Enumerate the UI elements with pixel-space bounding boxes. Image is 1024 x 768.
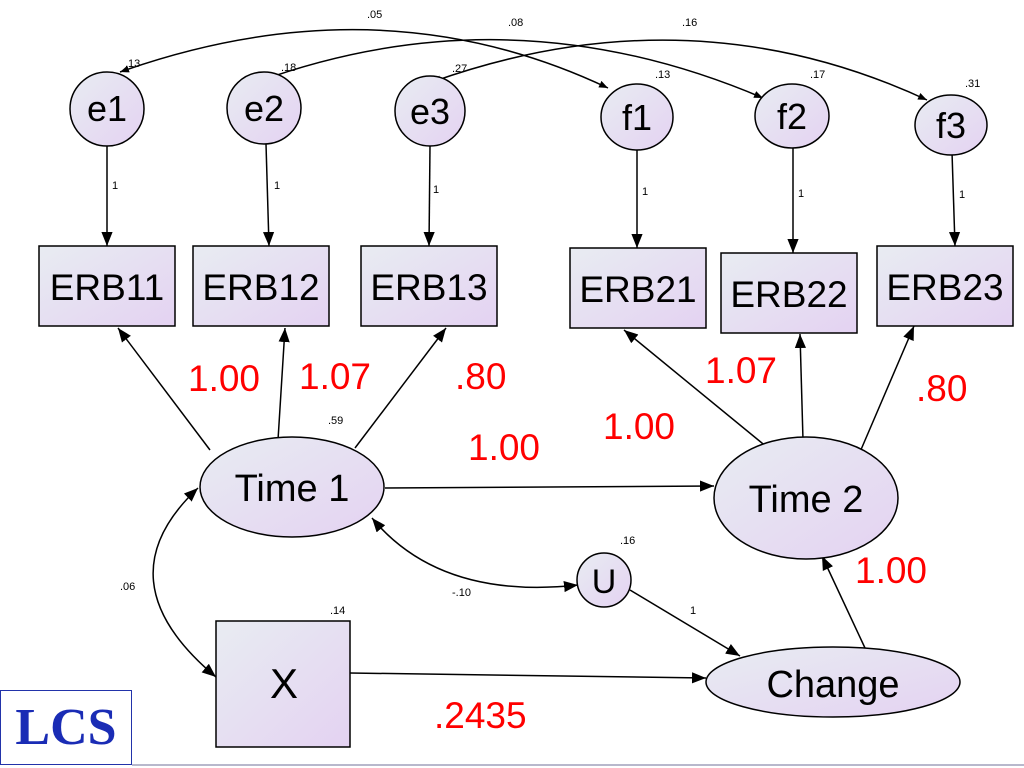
label-time1: Time 1 (235, 468, 350, 510)
node-f1 (600, 83, 674, 151)
path-time1-time2 (384, 480, 715, 492)
cov-label-e3-f3: .16 (682, 17, 697, 29)
node-erb21 (569, 247, 707, 329)
variance-time1: .59 (328, 415, 343, 427)
node-erb22 (720, 252, 858, 334)
cov-label-time1-x: .06 (120, 581, 135, 593)
node-time1 (199, 436, 385, 538)
estimate-load-22: 1.07 (705, 350, 777, 391)
cov-arc-e2-f2 (256, 38, 764, 99)
unit-label-u-change: 1 (690, 605, 696, 617)
label-f3: f3 (936, 105, 966, 146)
label-erb22: ERB22 (730, 274, 847, 315)
estimate-load-21: 1.00 (603, 406, 675, 447)
label-f2: f2 (777, 96, 807, 137)
unit-label-e3: 1 (433, 184, 439, 196)
node-e2 (226, 71, 302, 145)
label-erb13: ERB13 (370, 267, 487, 308)
variance-e2: .18 (281, 62, 296, 74)
cov-label-time1-u: -.10 (452, 587, 471, 599)
unit-label-f3: 1 (959, 189, 965, 201)
path-time2-erb23 (859, 325, 915, 453)
node-f2 (754, 83, 830, 149)
estimate-x-change: .2435 (434, 695, 527, 736)
path-time1-erb12 (277, 327, 290, 441)
cov-label-e1-f1: .05 (367, 9, 382, 21)
unit-label-e1: 1 (112, 180, 118, 192)
unit-label-f1: 1 (642, 186, 648, 198)
variance-e3: .27 (452, 63, 467, 75)
estimate-change-time2: 1.00 (855, 550, 927, 591)
label-erb23: ERB23 (886, 267, 1003, 308)
estimate-time1-time2: 1.00 (468, 427, 540, 468)
path-time1-erb13 (354, 327, 447, 449)
node-erb12 (192, 245, 330, 327)
label-time2: Time 2 (749, 479, 864, 521)
label-f1: f1 (622, 97, 652, 138)
node-x (215, 620, 351, 748)
path-time1-erb11 (117, 327, 211, 451)
label-e3: e3 (410, 91, 450, 132)
label-erb11: ERB11 (50, 267, 165, 308)
estimate-load-11: 1.00 (188, 358, 260, 399)
unit-label-f2: 1 (798, 188, 804, 200)
label-erb12: ERB12 (202, 267, 319, 308)
path-time2-erb22 (794, 333, 806, 441)
label-x: X (270, 660, 298, 707)
label-e1: e1 (87, 88, 127, 129)
variance-x: .14 (330, 605, 345, 617)
estimate-load-13: .80 (455, 356, 506, 397)
cov-arc-time1-u (371, 517, 579, 593)
label-change: Change (766, 664, 899, 706)
path-e3-erb13 (423, 145, 435, 247)
cov-arc-e3-f3 (431, 39, 928, 101)
lcs-badge: LCS (0, 690, 132, 765)
estimate-load-23: .80 (916, 368, 967, 409)
node-u (576, 552, 632, 608)
variance-f1: .13 (655, 69, 670, 81)
cov-arc-e1-f1 (119, 28, 609, 89)
node-change (705, 646, 961, 718)
variance-e1: .13 (125, 58, 140, 70)
path-change-time2 (821, 555, 866, 649)
node-e3 (394, 75, 466, 147)
unit-label-e2: 1 (274, 180, 280, 192)
node-f3 (914, 94, 988, 156)
node-erb11 (38, 245, 176, 327)
label-e2: e2 (244, 88, 284, 129)
label-erb21: ERB21 (579, 269, 696, 310)
estimate-load-12: 1.07 (299, 356, 371, 397)
variance-u: .16 (620, 535, 635, 547)
path-e2-erb12 (262, 143, 275, 247)
node-erb13 (360, 245, 498, 327)
node-time2 (713, 436, 899, 560)
path-time2-erb21 (623, 329, 769, 449)
path-u-change (629, 589, 741, 657)
cov-label-e2-f2: .08 (508, 17, 523, 29)
path-f3-erb23 (948, 151, 961, 247)
variance-f2: .17 (810, 69, 825, 81)
label-u: U (592, 563, 617, 601)
node-erb23 (876, 245, 1014, 327)
variance-f3: .31 (965, 78, 980, 90)
node-e1 (69, 71, 145, 147)
cov-arc-time1-x (152, 487, 217, 678)
path-x-change (349, 672, 707, 684)
bottom-rule (132, 764, 1024, 766)
